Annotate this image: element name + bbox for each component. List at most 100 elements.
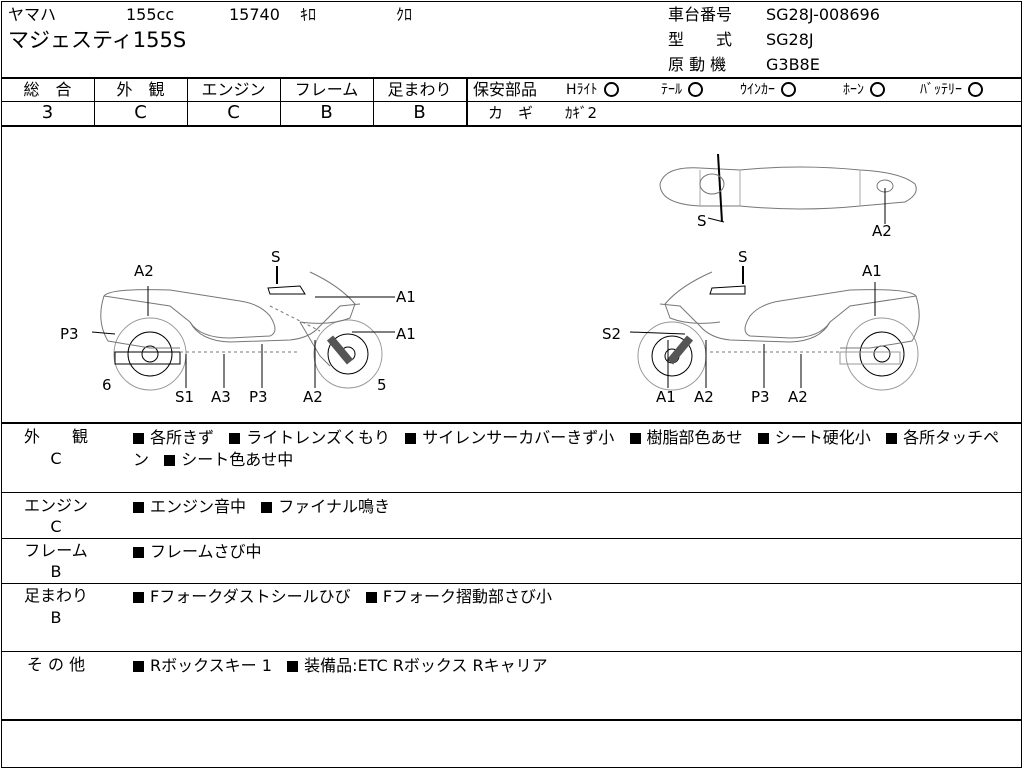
grade-value: C — [227, 102, 240, 123]
bullet-square-icon — [365, 592, 377, 603]
damage-diagram: A2 S A1 P3 A1 6 S1 A3 P3 A2 5 S A1 S2 A1… — [60, 153, 920, 406]
color: ｸﾛ — [396, 5, 413, 24]
diagram-label: A2 — [872, 222, 892, 240]
grade-value: B — [413, 102, 426, 123]
section-line — [1, 422, 1022, 424]
key-value: ｶｷﾞ2 — [565, 104, 598, 122]
diagram-label: 6 — [102, 376, 112, 394]
grade-col-sep — [373, 78, 374, 125]
list-item: 樹脂部色あせ — [629, 428, 753, 447]
engine-value: G3B8E — [766, 55, 820, 74]
bullet-square-icon — [287, 661, 299, 672]
circle-icon — [781, 82, 796, 97]
grade-label: 外 観 — [116, 80, 165, 99]
mileage: 15740 — [229, 5, 280, 24]
safety-item-tail: ﾃｰﾙ — [661, 80, 703, 100]
circle-icon — [603, 82, 619, 97]
diagram-label: A1 — [862, 262, 882, 280]
displacement: 155cc — [126, 5, 175, 24]
diagram-label: P3 — [249, 388, 268, 406]
list-item: Fフォークダストシールひび — [133, 587, 361, 606]
safety-item-name: ｳｲﾝｶｰ — [740, 82, 775, 98]
section-items: Fフォークダストシールひび Fフォーク摺動部さび小 — [133, 586, 1013, 608]
bullet-square-icon — [886, 433, 898, 444]
diagram-label: A2 — [788, 388, 808, 406]
section-line — [1, 538, 1022, 539]
section-label: フレーム — [24, 541, 88, 560]
diagram-label: A2 — [134, 262, 154, 280]
diagram-label: P3 — [60, 325, 79, 343]
safety-item-headlight: Hﾗｲﾄ — [566, 80, 619, 100]
diagram-label: S2 — [602, 325, 621, 343]
section-items: 各所きず ライトレンズくもり サイレンサーカバーきず小 樹脂部色あせ シート硬化… — [133, 427, 1013, 471]
frame-no: SG28J-008696 — [766, 5, 880, 24]
section-label: エンジン — [23, 496, 88, 515]
safety-item-battery: ﾊﾞｯﾃﾘｰ — [920, 80, 983, 100]
section-line — [1, 719, 1022, 721]
circle-icon — [870, 82, 885, 97]
diagram-label: S — [697, 212, 707, 230]
diagram-label: S — [738, 248, 748, 266]
section-label: 外 観 — [23, 427, 88, 446]
safety-item-name: ﾎｰﾝ — [843, 82, 864, 98]
grade-top-line — [1, 77, 1022, 79]
grade-value: 3 — [41, 102, 54, 123]
section-items: エンジン音中 ファイナル鳴き — [133, 496, 1013, 518]
mileage-unit: ｷﾛ — [300, 5, 317, 24]
list-item: ファイナル鳴き — [261, 497, 390, 516]
list-item: シート硬化小 — [757, 428, 881, 447]
frame-no-label: 車台番号 — [668, 5, 733, 24]
grade-mid-line — [1, 101, 468, 102]
section-label: そ の 他 — [26, 655, 86, 674]
grade-value: C — [134, 102, 147, 123]
bullet-square-icon — [133, 592, 144, 603]
grade-col-sep — [280, 78, 281, 125]
bullet-square-icon — [133, 547, 144, 558]
safety-mid-line — [468, 101, 1021, 102]
circle-icon — [968, 82, 983, 97]
list-item: エンジン音中 — [133, 497, 256, 516]
bullet-square-icon — [133, 661, 144, 672]
grade-label: フレーム — [294, 80, 359, 99]
diagram-label: A1 — [656, 388, 676, 406]
type-label: 型 式 — [668, 30, 733, 49]
diagram-label: A1 — [396, 288, 416, 306]
bullet-square-icon — [229, 433, 241, 444]
model-name: マジェスティ155S — [8, 28, 187, 52]
list-item: 各所きず — [133, 428, 224, 447]
circle-icon — [688, 82, 703, 97]
safety-item-name: ﾊﾞｯﾃﾘｰ — [920, 82, 962, 98]
scooter-left-view — [100, 266, 383, 391]
section-line — [1, 651, 1022, 652]
grade-value: B — [320, 102, 333, 123]
list-item: フレームさび中 — [133, 542, 262, 561]
diagram-label: A2 — [303, 388, 323, 406]
section-grade: B — [50, 608, 62, 627]
bullet-square-icon — [405, 433, 417, 444]
list-item: Fフォーク摺動部さび小 — [365, 587, 552, 606]
diagram-label: P3 — [751, 388, 770, 406]
bullet-square-icon — [629, 433, 641, 444]
bullet-square-icon — [164, 455, 176, 466]
safety-item-name: Hﾗｲﾄ — [566, 82, 598, 98]
section-line — [1, 583, 1022, 584]
bullet-square-icon — [133, 433, 144, 444]
bullet-square-icon — [261, 502, 273, 513]
safety-label: 保安部品 — [473, 80, 538, 99]
key-label: カ ギ — [488, 104, 534, 122]
diagram-label: 5 — [377, 376, 387, 394]
engine-label: 原 動 機 — [668, 55, 727, 74]
grade-col-sep — [187, 78, 188, 125]
grade-label: エンジン — [201, 80, 266, 99]
diagram-label: A2 — [694, 388, 714, 406]
safety-item-name: ﾃｰﾙ — [661, 82, 682, 98]
diagram-label: A1 — [396, 325, 416, 343]
section-grade: C — [50, 449, 62, 468]
list-item: サイレンサーカバーきず小 — [405, 428, 624, 447]
grade-label: 足まわり — [387, 80, 452, 99]
section-line — [1, 492, 1022, 493]
section-items: フレームさび中 — [133, 541, 1013, 563]
grade-col-sep — [94, 78, 95, 125]
maker: ヤマハ — [8, 5, 57, 24]
scooter-right-view — [637, 266, 920, 391]
